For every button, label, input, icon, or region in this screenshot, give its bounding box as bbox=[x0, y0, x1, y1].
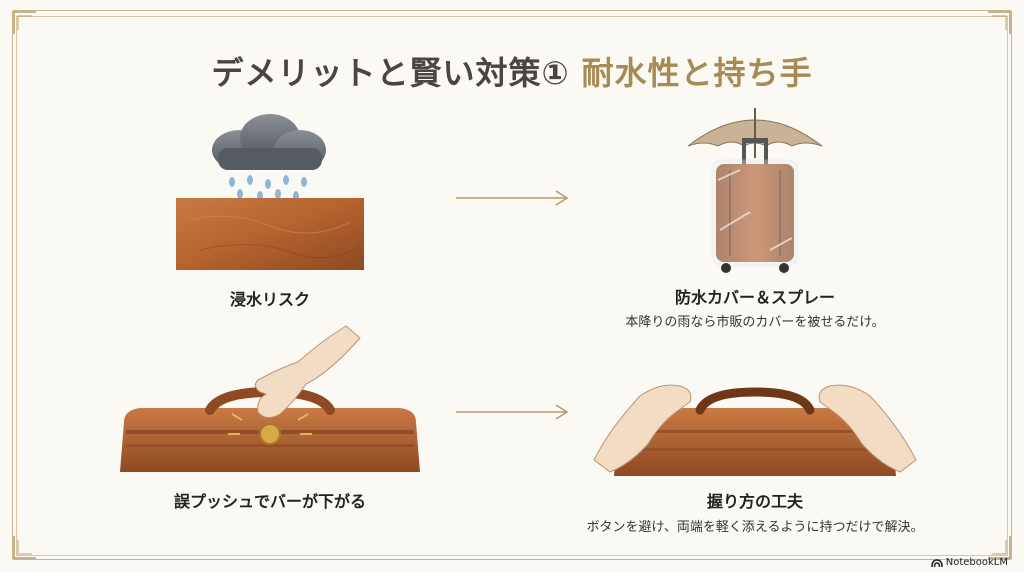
arrow-right-icon bbox=[456, 190, 569, 206]
corner-ornament-icon bbox=[988, 11, 1011, 34]
rain-cloud-on-leather-icon bbox=[176, 114, 364, 270]
arrow-right-icon bbox=[456, 404, 569, 420]
problem-label-button: 誤プッシュでバーが下がる bbox=[173, 492, 366, 511]
hand-pressing-handle-button-icon bbox=[120, 325, 420, 472]
hands-holding-handle-ends-icon bbox=[593, 384, 917, 476]
brand-watermark: NotebookLM bbox=[930, 557, 1008, 568]
solution-description-waterproof: 本降りの雨なら市販のカバーを被せるだけ。 bbox=[625, 315, 885, 330]
notebooklm-logo-icon bbox=[930, 558, 943, 567]
corner-ornament-icon bbox=[13, 11, 36, 34]
corner-ornament-icon bbox=[988, 536, 1011, 559]
brand-name: NotebookLM bbox=[945, 557, 1008, 568]
problem-label-water: 浸水リスク bbox=[229, 290, 310, 309]
umbrella-covered-suitcase-icon bbox=[687, 108, 823, 273]
solution-label-waterproof: 防水カバー＆スプレー bbox=[674, 288, 835, 307]
page-title: デメリットと賢い対策① 耐水性と持ち手 bbox=[0, 48, 1024, 94]
title-main: デメリットと賢い対策① bbox=[211, 54, 570, 92]
solution-label-grip: 握り方の工夫 bbox=[706, 492, 803, 511]
corner-ornament-icon bbox=[13, 536, 36, 559]
inner-frame bbox=[16, 16, 1008, 556]
title-accent: 耐水性と持ち手 bbox=[581, 54, 813, 92]
solution-description-grip: ボタンを避け、両端を軽く添えるように持つだけで解決。 bbox=[586, 520, 924, 535]
outer-frame bbox=[12, 10, 1012, 560]
